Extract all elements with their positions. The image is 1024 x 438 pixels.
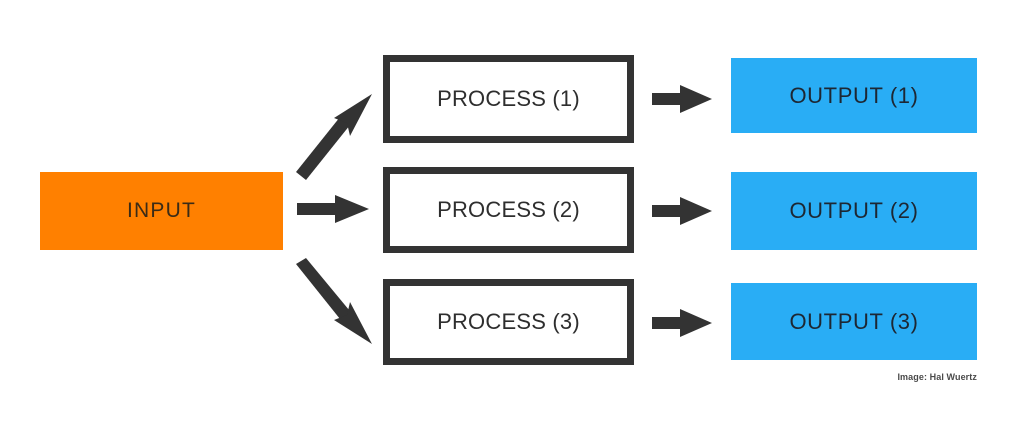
arrow-input-to-process-3	[294, 258, 376, 350]
output-box-1: OUTPUT (1)	[731, 58, 977, 133]
arrow-process-3-to-output-3	[652, 308, 714, 338]
arrow-process-1-to-output-1	[652, 84, 714, 114]
arrow-input-to-process-2	[297, 194, 371, 224]
process-box-3-label: PROCESS (3)	[437, 309, 580, 334]
process-box-1: PROCESS (1)	[383, 55, 634, 143]
output-box-1-label: OUTPUT (1)	[789, 82, 919, 108]
process-box-3: PROCESS (3)	[383, 279, 634, 365]
arrow-input-to-process-1	[294, 88, 376, 180]
output-box-3-label: OUTPUT (3)	[789, 308, 919, 334]
process-box-2: PROCESS (2)	[383, 167, 634, 253]
arrow-process-2-to-output-2	[652, 196, 714, 226]
output-box-3: OUTPUT (3)	[731, 283, 977, 360]
process-box-2-label: PROCESS (2)	[437, 197, 580, 222]
input-box-label: INPUT	[127, 199, 196, 222]
input-box: INPUT	[40, 172, 283, 250]
output-box-2: OUTPUT (2)	[731, 172, 977, 250]
output-box-2-label: OUTPUT (2)	[789, 198, 919, 223]
process-box-1-label: PROCESS (1)	[437, 86, 580, 111]
image-credit: Image: Hal Wuertz	[897, 372, 977, 382]
